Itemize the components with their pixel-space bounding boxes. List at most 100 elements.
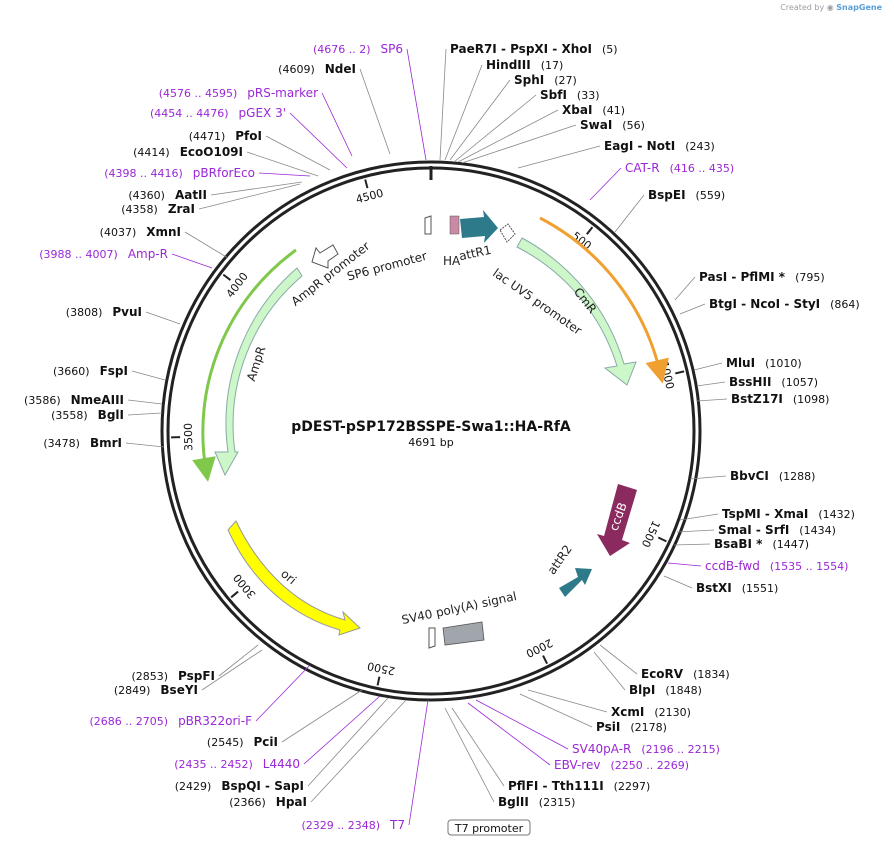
primer-label[interactable]: EBV-rev(2250 .. 2269) [554, 758, 689, 772]
site-leader [184, 231, 229, 259]
enzyme-label[interactable]: (4360)AatII [128, 188, 207, 202]
tick-label: 2000 [524, 636, 555, 660]
enzyme-label[interactable]: (2545)PciI [207, 735, 278, 749]
enzyme-label[interactable]: MluI(1010) [726, 356, 802, 370]
enzyme-label[interactable]: (4609)NdeI [278, 62, 356, 76]
enzyme-label[interactable]: PsiI(2178) [596, 720, 667, 734]
enzyme-label[interactable]: TspMI - XmaI(1432) [722, 507, 855, 521]
site-leader [408, 699, 429, 826]
enzyme-label[interactable]: EcoRV(1834) [641, 667, 730, 681]
cat-r-primer-arc [539, 216, 669, 384]
enzyme-label[interactable]: SmaI - SrfI(1434) [718, 523, 836, 537]
enzyme-label[interactable]: BssHII(1057) [729, 375, 818, 389]
site-name: BstXI [696, 581, 732, 595]
enzyme-label[interactable]: PflFI - Tth111I(2297) [508, 779, 650, 793]
site-leader [210, 181, 303, 196]
tick-label: 1500 [639, 518, 663, 549]
site-leader [198, 183, 301, 210]
site-name: EcoRV [641, 667, 684, 681]
enzyme-label[interactable]: XbaI(41) [562, 103, 625, 117]
site-name: FspI [100, 364, 128, 378]
enzyme-label[interactable]: BspEI(559) [648, 188, 725, 202]
site-name: HpaI [276, 795, 307, 809]
enzyme-label[interactable]: BglII(2315) [498, 795, 575, 809]
tick-label: 4000 [224, 270, 251, 300]
tick-label: 4500 [354, 187, 384, 207]
site-coord: (3586) [24, 394, 61, 407]
enzyme-label[interactable]: (4471)PfoI [189, 129, 262, 143]
primer-label[interactable]: ccdB-fwd (1535 .. 1554) [705, 559, 848, 573]
site-leader [696, 381, 726, 387]
site-coord: (864) [830, 298, 860, 311]
enzyme-label[interactable]: PaeR7I - PspXI - XhoI(5) [450, 42, 618, 56]
primer-label[interactable]: (4398 .. 4416)pBRforEco [104, 166, 255, 180]
site-leader [674, 276, 696, 301]
enzyme-label[interactable]: (2849)BseYI [114, 683, 198, 697]
plasmid-name: pDEST-pSP172BSSPE-Swa1::HA-RfA [291, 419, 571, 435]
primer-label[interactable]: (4454 .. 4476)pGEX 3' [150, 106, 286, 120]
site-leader [453, 94, 537, 163]
amp-r-primer-arc [192, 248, 297, 482]
site-name: EcoO109I [180, 145, 243, 159]
enzyme-label[interactable]: (3586)NmeAIII [24, 393, 124, 407]
enzyme-label[interactable]: (2853)PspFI [131, 669, 215, 683]
site-name: BstZ17I [731, 392, 783, 406]
primer-label[interactable]: CAT-R(416 .. 435) [625, 161, 734, 175]
enzyme-label[interactable]: PasI - PflMI *(795) [699, 270, 825, 284]
enzyme-label[interactable]: EagI - NotI (243) [604, 139, 715, 153]
enzyme-label[interactable]: BbvCI(1288) [730, 469, 815, 483]
site-coord: (243) [685, 140, 715, 153]
attr1-arrow [460, 210, 498, 243]
enzyme-label[interactable]: HindIII(17) [486, 58, 563, 72]
site-name: SwaI [580, 118, 612, 132]
enzyme-label[interactable]: SbfI(33) [540, 88, 600, 102]
site-name: SbfI [540, 88, 567, 102]
site-name: HindIII [486, 58, 531, 72]
site-coord: (1098) [793, 393, 830, 406]
ampr-promoter-arrow [311, 244, 339, 269]
primer-label[interactable]: (2686 .. 2705)pBR322ori-F [90, 714, 253, 728]
enzyme-label[interactable]: SwaI(56) [580, 118, 645, 132]
enzyme-label[interactable]: (3808)PvuI [66, 305, 142, 319]
site-name: BtgI - NcoI - StyI [709, 297, 820, 311]
enzyme-label[interactable]: (3478)BmrI [43, 436, 122, 450]
primer-label[interactable]: SV40pA-R(2196 .. 2215) [572, 742, 720, 756]
enzyme-label[interactable]: (4414)EcoO109I [133, 145, 243, 159]
enzyme-label[interactable]: BstXI(1551) [696, 581, 778, 595]
site-name: ccdB-fwd [705, 559, 760, 573]
primer-label[interactable]: (4676 .. 2)SP6 [313, 42, 403, 56]
enzyme-label[interactable]: SphI(27) [514, 73, 577, 87]
site-name: EagI - NotI [604, 139, 675, 153]
site-coord: (1432) [818, 508, 855, 521]
ccdb-arrow [597, 484, 637, 556]
enzyme-label[interactable]: BstZ17I (1098) [731, 392, 829, 406]
enzyme-label[interactable]: (2429)BspQI - SapI [175, 779, 304, 793]
tick-label: 2500 [366, 659, 396, 677]
primer-label[interactable]: (4576 .. 4595)pRS-marker [159, 86, 318, 100]
primer-label[interactable]: (2329 .. 2348)T7 [301, 818, 405, 832]
primer-label[interactable]: (3988 .. 4007)Amp-R [39, 247, 168, 261]
site-coord: (2130) [654, 706, 691, 719]
enzyme-label[interactable]: BsaBI *(1447) [714, 537, 809, 551]
sp6-promoter-arrow [424, 215, 432, 235]
enzyme-label[interactable]: (2366)HpaI [229, 795, 307, 809]
enzyme-label[interactable]: (4037)XmnI [100, 225, 181, 239]
site-coord: (2435 .. 2452) [174, 758, 253, 771]
site-leader [171, 253, 213, 269]
site-name: PsiI [596, 720, 620, 734]
enzyme-label[interactable]: (4358)ZraI [121, 202, 195, 216]
enzyme-label[interactable]: XcmI(2130) [611, 705, 691, 719]
enzyme-label[interactable]: BlpI(1848) [629, 683, 702, 697]
site-coord: (4609) [278, 63, 315, 76]
enzyme-label[interactable]: (3660)FspI [53, 364, 128, 378]
site-name: MluI [726, 356, 755, 370]
site-leader [451, 707, 505, 787]
enzyme-label[interactable]: BtgI - NcoI - StyI (864) [709, 297, 860, 311]
site-leader [289, 112, 348, 169]
site-name: PaeR7I - PspXI - XhoI [450, 42, 592, 56]
site-leader [127, 412, 163, 416]
site-coord: (1535 .. 1554) [770, 560, 849, 573]
primer-label[interactable]: (2435 .. 2452)L4440 [174, 757, 300, 771]
site-name: SV40pA-R [572, 742, 631, 756]
enzyme-label[interactable]: (3558)BglI [51, 408, 124, 422]
